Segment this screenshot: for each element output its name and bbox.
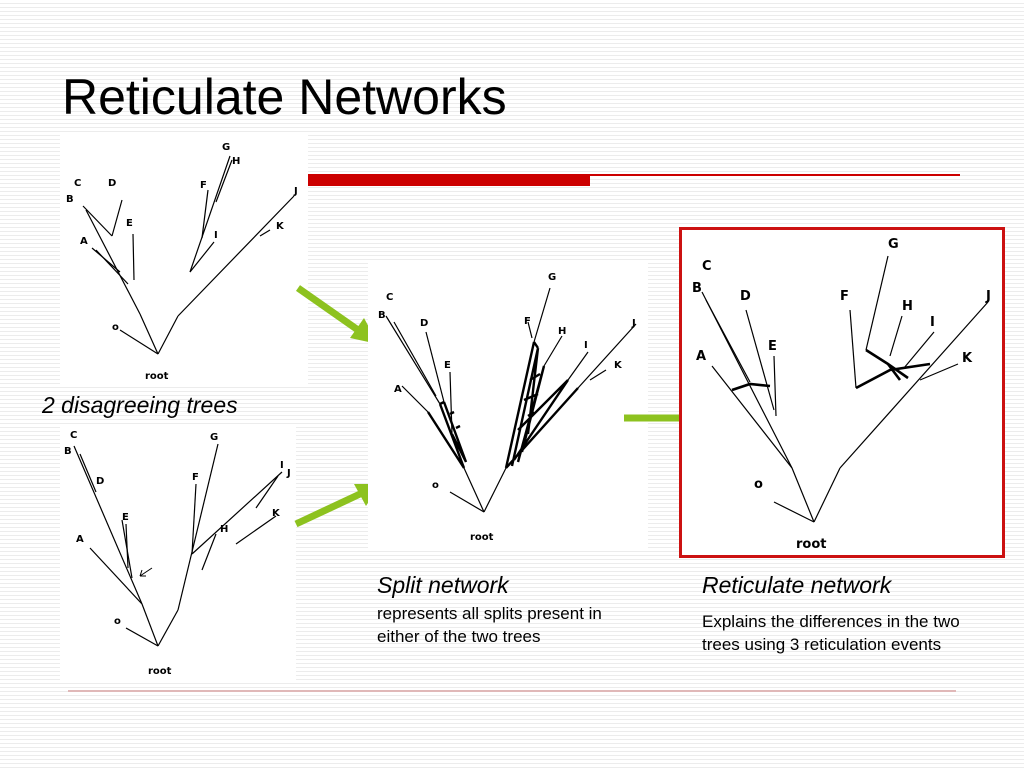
split-label-i: I	[584, 340, 588, 351]
reticulate-label-i: I	[930, 315, 935, 330]
tree-2-label-i: I	[280, 460, 284, 471]
tree-2-label-k: K	[272, 508, 281, 519]
tree-1-label-j: J	[293, 186, 298, 197]
tree-2-label-h: H	[220, 524, 228, 535]
tree-1-label-o: o	[112, 322, 119, 333]
tree-2-highlight-arrow	[139, 567, 153, 577]
reticulate-network-caption: Reticulate network Explains the differen…	[702, 572, 992, 657]
split-network-labels: G C B D F H J I E K A o root	[378, 272, 636, 543]
footer-rule	[68, 690, 956, 692]
split-network-diagram: G C B D F H J I E K A o root	[378, 272, 637, 543]
split-label-f: F	[524, 316, 531, 327]
split-label-root: root	[470, 532, 494, 543]
tree-1-label-d: D	[108, 178, 116, 189]
tree-1-panel: G H C D F J B E K I A o root	[60, 132, 308, 384]
split-network-box-edges	[426, 341, 579, 469]
split-label-g: G	[548, 272, 556, 283]
tree-2-edges	[73, 443, 283, 647]
tree-1-label-f: F	[200, 180, 207, 191]
tree-2-label-b: B	[64, 446, 72, 457]
tree-1-label-c: C	[74, 178, 81, 189]
tree-2-label-root: root	[148, 666, 172, 677]
reticulate-label-b: B	[692, 281, 702, 296]
split-network-title: Split network	[377, 572, 509, 598]
split-network-edges	[385, 287, 637, 513]
tree-2-labels: C G B I J D F E K H A o root	[64, 430, 291, 677]
reticulate-label-root: root	[796, 537, 827, 552]
title-accent-bar	[308, 174, 590, 186]
slide-title: Reticulate Networks	[62, 69, 507, 125]
split-label-a: A	[394, 384, 402, 395]
tree-1-label-i: I	[214, 230, 218, 241]
tree-2-label-d: D	[96, 476, 104, 487]
tree-2-label-a: A	[76, 534, 84, 545]
reticulate-label-d: D	[740, 289, 751, 304]
tree-1-label-k: K	[276, 221, 285, 232]
tree-2-panel: C G B I J D F E K H A o root	[60, 424, 296, 680]
tree-2-label-c: C	[70, 430, 77, 441]
split-label-b: B	[378, 310, 386, 321]
title-accent-line	[590, 174, 960, 176]
reticulation-edges	[731, 348, 931, 392]
reticulate-network-labels: G C B D F J H I A E K o root	[692, 237, 991, 552]
reticulate-label-a: A	[696, 349, 706, 364]
reticulate-network-diagram: G C B D F J H I A E K o root	[692, 237, 991, 552]
tree-1-label-h: H	[232, 156, 240, 167]
two-trees-caption: 2 disagreeing trees	[42, 392, 238, 418]
split-label-d: D	[420, 318, 428, 329]
tree-2-label-e: E	[122, 512, 129, 523]
split-network-description: represents all splits present in either …	[377, 603, 602, 647]
tree-1-diagram: G H C D F J B E K I A o root	[66, 142, 298, 382]
reticulate-network-description: Explains the differences in the two tree…	[702, 611, 960, 655]
split-network-panel: G C B D F H J I E K A o root	[368, 262, 648, 548]
tree-2-label-f: F	[192, 472, 199, 483]
tree-1-label-b: B	[66, 194, 74, 205]
split-label-h: H	[558, 326, 566, 337]
tree-1-label-root: root	[145, 371, 169, 382]
reticulate-label-h: H	[902, 299, 913, 314]
split-network-caption: Split network represents all splits pres…	[377, 572, 607, 649]
reticulate-label-k: K	[962, 351, 973, 366]
reticulate-network-panel: G C B D F J H I A E K o root	[679, 227, 1005, 558]
tree-1-labels: G H C D F J B E K I A o root	[66, 142, 298, 382]
split-label-o: o	[432, 480, 439, 491]
reticulate-label-c: C	[702, 259, 712, 274]
split-label-k: K	[614, 360, 623, 371]
reticulate-label-f: F	[840, 289, 849, 304]
reticulate-label-o: o	[754, 477, 763, 492]
split-label-e: E	[444, 360, 451, 371]
reticulate-network-title: Reticulate network	[702, 572, 892, 598]
tree-1-label-a: A	[80, 236, 88, 247]
reticulate-label-g: G	[888, 237, 899, 252]
tree-2-label-o: o	[114, 616, 121, 627]
tree-1-label-e: E	[126, 218, 133, 229]
split-label-c: C	[386, 292, 393, 303]
tree-1-label-g: G	[222, 142, 230, 153]
split-label-j: J	[631, 318, 636, 329]
tree-2-label-g: G	[210, 432, 218, 443]
reticulate-network-edges	[701, 255, 989, 523]
reticulate-label-e: E	[768, 339, 777, 354]
reticulate-label-j: J	[985, 289, 991, 304]
tree-2-diagram: C G B I J D F E K H A o root	[64, 430, 291, 677]
tree-1-edges	[82, 155, 295, 355]
tree-2-label-j: J	[286, 468, 291, 479]
